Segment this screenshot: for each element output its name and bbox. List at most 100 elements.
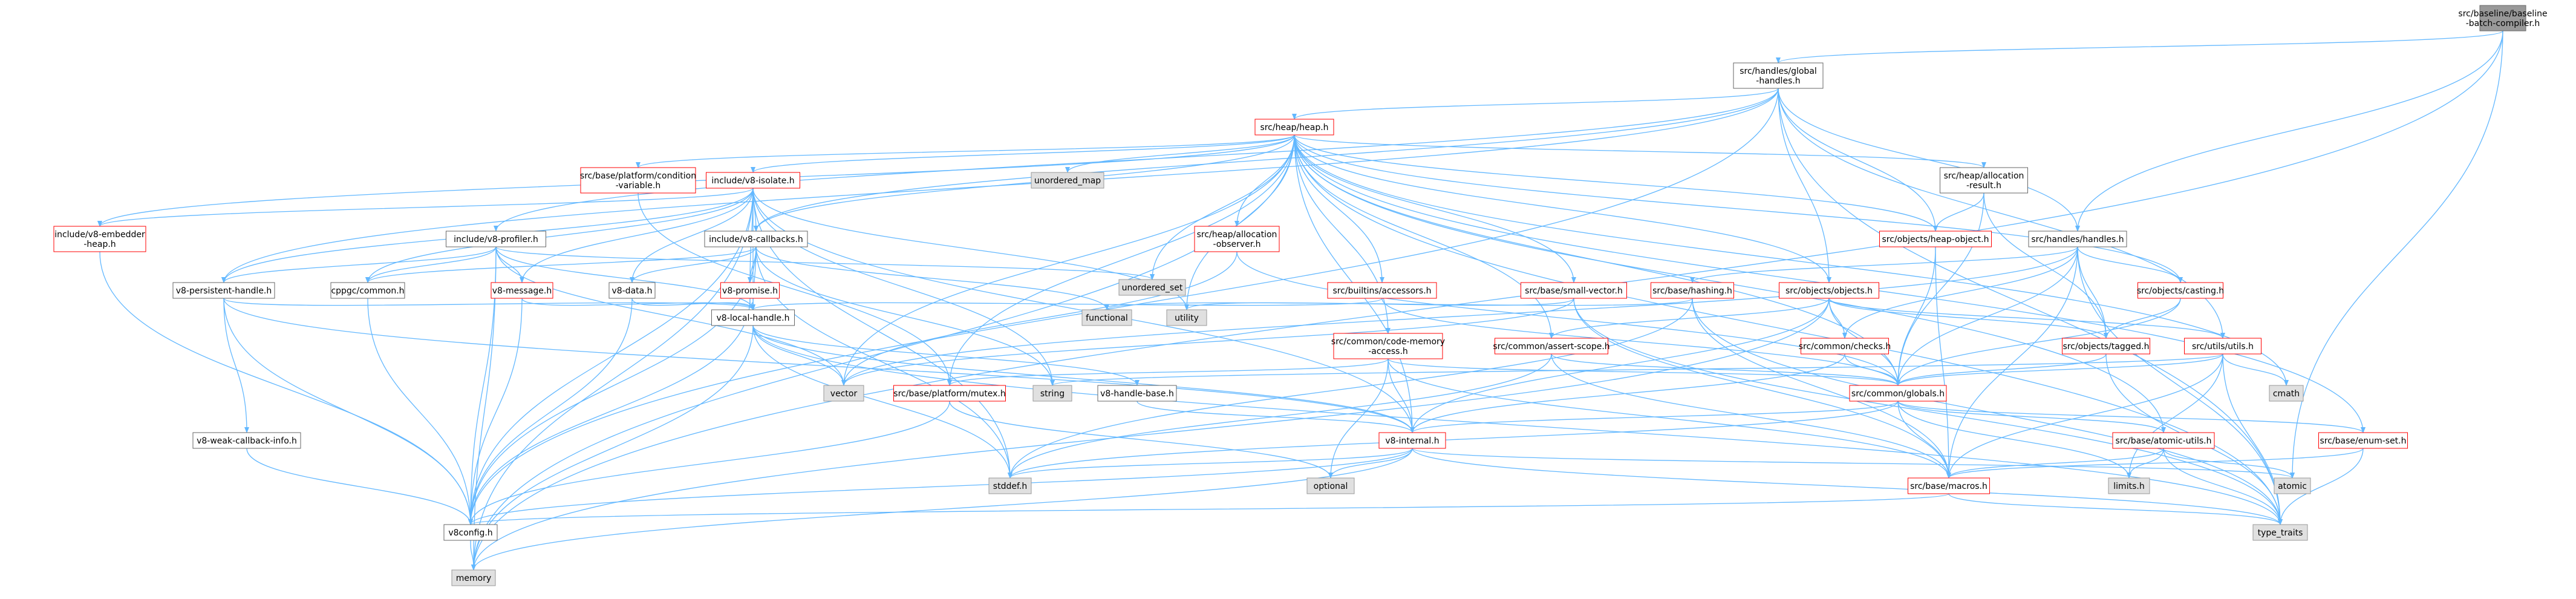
node-label: src/objects/heap-object.h (1882, 235, 1989, 244)
node-cmath[interactable]: cmath (2269, 385, 2304, 402)
edge-v8_promise-to-v8config (468, 298, 751, 525)
node-label: v8-internal.h (1385, 436, 1439, 446)
node-label: src/heap/heap.h (1260, 123, 1328, 133)
node-label: v8-handle-base.h (1100, 389, 1174, 399)
node-vector[interactable]: vector (823, 385, 864, 402)
node-label: string (1040, 389, 1065, 399)
node-v8config[interactable]: v8config.h (443, 524, 498, 541)
node-v8-internal[interactable]: v8-internal.h (1378, 432, 1446, 449)
node-v8-local-handle[interactable]: v8-local-handle.h (711, 309, 795, 326)
node-global-handles[interactable]: src/handles/global-handles.h (1733, 62, 1824, 89)
node-label: v8-promise.h (722, 286, 778, 296)
node-heap-alloc-result[interactable]: src/heap/allocation-result.h (1940, 167, 2028, 194)
node-box (1521, 282, 1627, 299)
edge-atomic_utils-to-macros (1946, 448, 2164, 479)
node-stddef[interactable]: stddef.h (988, 477, 1032, 494)
node-atomic-utils[interactable]: src/base/atomic-utils.h (2112, 432, 2215, 449)
node-box (443, 524, 498, 541)
edge-v8_isolate-to-cppgc_common (365, 188, 754, 283)
node-objects[interactable]: src/objects/objects.h (1779, 282, 1879, 299)
edge-v8_persistent-to-v8_internal (223, 298, 1415, 433)
edge-v8_profiler-to-unordered_set (495, 246, 1155, 280)
node-box (1879, 231, 1992, 247)
node-v8-isolate[interactable]: include/v8-isolate.h (706, 172, 800, 189)
node-box (1779, 282, 1879, 299)
node-label: include/v8-callbacks.h (709, 235, 803, 244)
node-v8-persistent[interactable]: v8-persistent-handle.h (172, 282, 275, 299)
node-v8-data[interactable]: v8-data.h (608, 282, 656, 299)
edge-heap-to-v8_isolate (751, 134, 1295, 173)
node-v8-weak-callback[interactable]: v8-weak-callback-info.h (192, 432, 301, 449)
node-box (2269, 385, 2304, 402)
edge-v8_callbacks-to-stddef (755, 246, 1012, 479)
node-small-vector[interactable]: src/base/small-vector.h (1521, 282, 1627, 299)
node-cppgc-common[interactable]: cppgc/common.h (330, 282, 405, 299)
node-casting[interactable]: src/objects/casting.h (2137, 282, 2224, 299)
edge-heap-to-cond_var (636, 134, 1295, 168)
edge-code_memory_access-to-globals (1387, 358, 1900, 386)
node-box (720, 282, 780, 299)
node-heap[interactable]: src/heap/heap.h (1254, 119, 1334, 136)
node-heap-object[interactable]: src/objects/heap-object.h (1879, 231, 1992, 247)
node-utility[interactable]: utility (1166, 309, 1207, 326)
node-macros[interactable]: src/base/macros.h (1908, 477, 1990, 494)
edge-v8_persistent-to-v8config (223, 298, 473, 525)
node-handles[interactable]: src/handles/handles.h (2028, 231, 2127, 247)
node-type-traits[interactable]: type_traits (2252, 524, 2308, 541)
node-checks[interactable]: src/common/checks.h (1799, 338, 1891, 355)
node-box (711, 309, 795, 326)
node-box (1733, 62, 1824, 89)
node-platform-mutex[interactable]: src/base/platform/mutex.h (893, 385, 1006, 402)
edge-heap-to-unordered_set (1150, 134, 1295, 280)
node-v8-embedder-heap[interactable]: include/v8-embedder-heap.h (53, 226, 146, 252)
node-tagged[interactable]: src/objects/tagged.h (2062, 338, 2150, 355)
node-utils[interactable]: src/utils/utils.h (2184, 338, 2261, 355)
node-v8-message[interactable]: v8-message.h (491, 282, 553, 299)
node-memory[interactable]: memory (451, 569, 496, 586)
node-globals[interactable]: src/common/globals.h (1849, 385, 1947, 402)
edge-root-to-memory (471, 30, 2503, 571)
node-label: include/v8-isolate.h (711, 176, 794, 186)
node-string[interactable]: string (1032, 385, 1072, 402)
edge-v8_internal-to-optional (1328, 448, 1413, 479)
node-enum-set[interactable]: src/base/enum-set.h (2318, 432, 2408, 449)
edge-hashing-to-functional (1104, 298, 1693, 310)
node-assert-scope[interactable]: src/common/assert-scope.h (1493, 338, 1610, 355)
edge-handles-to-hashing (1690, 246, 2078, 283)
node-box (491, 282, 553, 299)
node-functional[interactable]: functional (1081, 309, 1132, 326)
node-v8-callbacks[interactable]: include/v8-callbacks.h (704, 231, 808, 247)
node-label: unordered_set (1122, 283, 1183, 293)
node-v8-promise[interactable]: v8-promise.h (720, 282, 780, 299)
edge-v8_internal-to-stddef (1008, 448, 1413, 479)
edge-v8_local_handle-to-vector (752, 325, 846, 386)
node-box (1495, 338, 1608, 355)
node-box (1118, 279, 1186, 296)
node-root[interactable]: src/baseline/baseline-batch-compiler.h (2458, 5, 2548, 31)
node-atomic[interactable]: atomic (2274, 477, 2311, 494)
node-v8-profiler[interactable]: include/v8-profiler.h (446, 231, 546, 247)
node-builtins-accessors[interactable]: src/builtins/accessors.h (1327, 282, 1437, 299)
node-v8-handle-base[interactable]: v8-handle-base.h (1097, 385, 1177, 402)
node-unordered-set[interactable]: unordered_set (1118, 279, 1186, 296)
node-hashing[interactable]: src/base/hashing.h (1651, 282, 1734, 299)
node-heap-alloc-observer[interactable]: src/heap/allocation-observer.h (1194, 226, 1280, 252)
edge-v8_local_handle-to-v8_internal (752, 325, 1415, 433)
node-box (446, 231, 546, 247)
edge-handles-to-type_traits (2077, 246, 2283, 525)
edge-hashing-to-stddef (1008, 298, 1693, 479)
edge-v8_local_handle-to-stddef (752, 325, 1012, 479)
node-cond-var[interactable]: src/base/platform/condition-variable.h (580, 167, 696, 194)
node-code-memory-access[interactable]: src/common/code-memory-access.h (1331, 333, 1445, 359)
edge-atomic_utils-to-type_traits (2163, 448, 2283, 525)
node-label: -handles.h (1756, 76, 1800, 86)
node-label: v8-local-handle.h (717, 313, 790, 323)
node-box (330, 282, 405, 299)
node-box (1908, 477, 1990, 494)
node-optional[interactable]: optional (1306, 477, 1355, 494)
edge-assert_scope-to-globals (1551, 353, 1900, 386)
edge-globals-to-stddef (1008, 401, 1899, 479)
node-limits[interactable]: limits.h (2108, 477, 2150, 494)
node-box (2062, 338, 2150, 355)
node-unordered-map[interactable]: unordered_map (1031, 172, 1104, 189)
